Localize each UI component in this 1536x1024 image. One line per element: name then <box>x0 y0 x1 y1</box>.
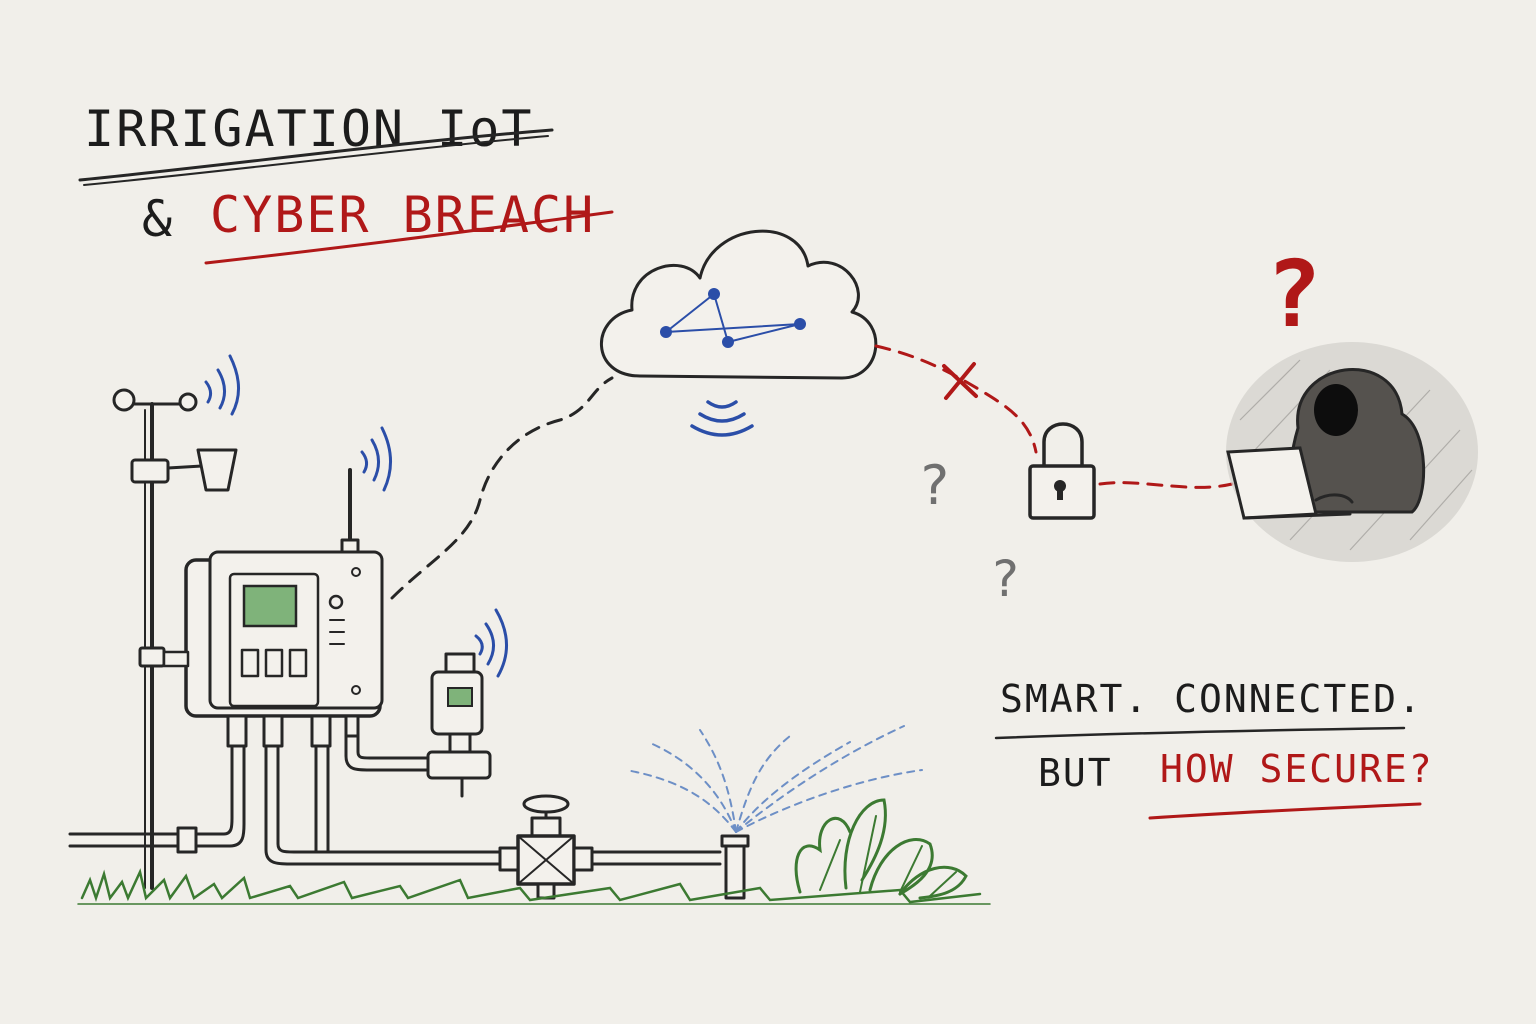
title-line-2: CYBER BREACH <box>210 186 595 244</box>
valve-icon <box>498 794 594 900</box>
pipe-network <box>68 734 722 866</box>
tagline-block: SMART. CONNECTED. BUT HOW SECURE? <box>994 677 1434 820</box>
tagline-underline-2 <box>1148 802 1422 820</box>
tagline-line-1: SMART. CONNECTED. <box>1000 677 1423 721</box>
title-underline-1 <box>78 128 554 182</box>
tagline-underline-1 <box>994 726 1406 740</box>
doubt-question-2: ? <box>990 550 1022 608</box>
link-cloud-to-lock <box>874 344 1038 454</box>
tagline-highlight: HOW SECURE? <box>1160 747 1434 791</box>
station-signal <box>204 380 213 404</box>
padlock-icon <box>1028 422 1096 520</box>
controller-box-icon <box>162 426 393 748</box>
link-controller-to-cloud <box>390 376 614 600</box>
weather-station-icon <box>112 354 240 890</box>
link-lock-to-hacker <box>1098 481 1234 489</box>
controller-keypad <box>240 648 308 678</box>
controller-screen <box>242 584 298 628</box>
sprinkler-icon <box>625 725 923 900</box>
title-line-1: IRRIGATION IoT <box>84 100 533 158</box>
bush <box>794 798 968 900</box>
laptop-icon <box>1226 446 1352 520</box>
title-ampersand: & <box>142 190 174 248</box>
face-void <box>1314 384 1358 436</box>
grass <box>77 868 991 905</box>
network-graph <box>660 288 806 348</box>
water-spray <box>625 725 923 833</box>
title-underline-2 <box>204 210 614 265</box>
hacker-question: ? <box>1266 241 1323 348</box>
tagline-prefix: BUT <box>1038 751 1113 795</box>
doubt-question-1: ? <box>918 454 953 517</box>
breach-x-mark <box>942 362 978 400</box>
flow-sensor-icon <box>426 608 508 798</box>
cloud-network-icon <box>599 229 878 380</box>
wireless-signal-icon <box>690 400 754 437</box>
title-underline-1-shadow <box>83 135 549 186</box>
title-block: IRRIGATION IoT & CYBER BREACH <box>78 100 614 265</box>
hooded-hacker-icon <box>1226 342 1478 562</box>
